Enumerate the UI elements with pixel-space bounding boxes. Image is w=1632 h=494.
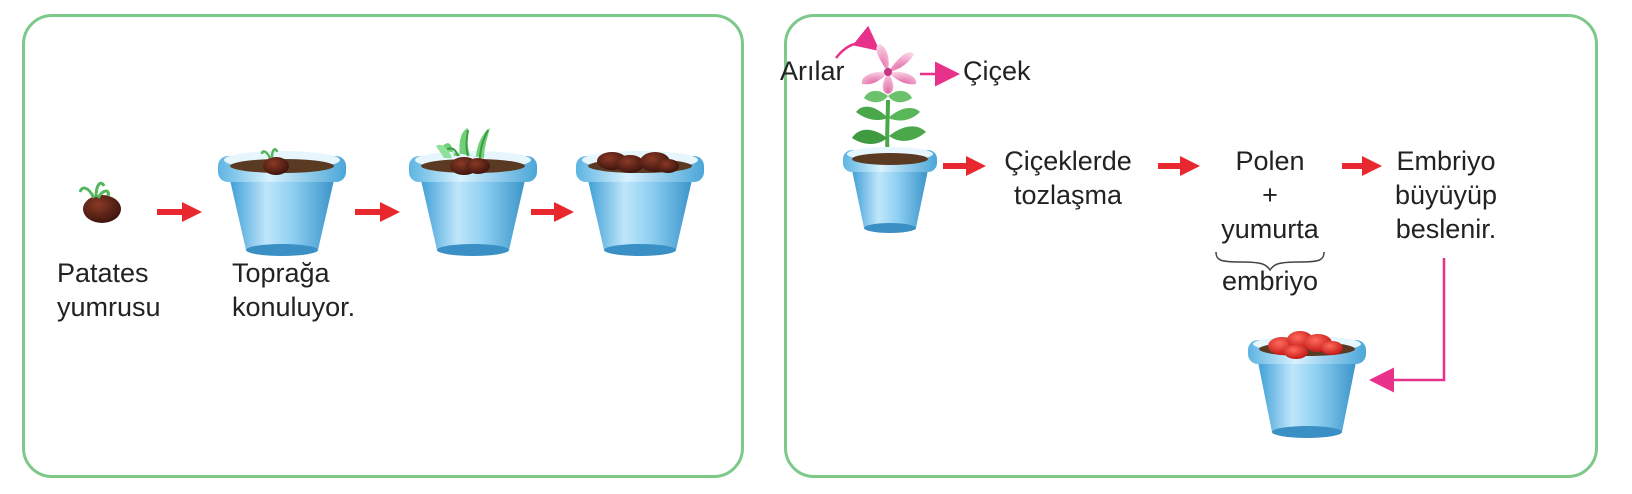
label-plus: +: [1262, 180, 1278, 210]
flower-pot-icon: [843, 147, 937, 233]
label-tuber-line1: Patates: [57, 258, 149, 288]
arrow-icon: [531, 202, 574, 222]
label-fertilization: Polen + yumurta: [1210, 144, 1330, 246]
arrow-icon: [157, 202, 202, 222]
arrow-icon: [1158, 156, 1200, 176]
label-soil-line1: Toprağa: [232, 258, 330, 288]
flowering-plant-icon: [852, 44, 926, 161]
label-growth-line2: büyüyüp: [1394, 180, 1498, 210]
brace-icon: [1215, 251, 1325, 272]
right-panel: [784, 14, 1598, 478]
label-pollination-line1: Çiçeklerde: [1004, 146, 1132, 176]
label-tuber: Patates yumrusu: [57, 256, 161, 324]
label-growth: Embriyo büyüyüp beslenir.: [1382, 144, 1510, 246]
arrow-icon: [943, 156, 986, 176]
arrow-icon: [355, 202, 400, 222]
potato-tuber-icon: [78, 181, 121, 223]
potato-tubers-icon: [597, 152, 679, 173]
label-embryo: embriyo: [1221, 266, 1319, 296]
label-soil-line2: konuluyor.: [232, 292, 356, 322]
red-seeds-icon: [1268, 331, 1343, 359]
label-pollination: Çiçeklerde tozlaşma: [990, 144, 1146, 212]
label-growth-line3: beslenir.: [1395, 214, 1497, 244]
arrow-icon: [1369, 258, 1446, 393]
label-egg: yumurta: [1221, 214, 1319, 244]
label-pollen: Polen: [1235, 146, 1305, 176]
label-growth-line1: Embriyo: [1396, 146, 1496, 176]
label-soil: Toprağa konuluyor.: [232, 256, 355, 324]
arrow-icon: [1342, 156, 1382, 176]
label-tuber-line2: yumrusu: [57, 292, 161, 322]
arrow-icon: [835, 25, 880, 59]
potato-tuber-icon: [260, 148, 289, 175]
label-flower: Çiçek: [963, 56, 1031, 86]
label-bees: Arılar: [780, 56, 845, 86]
sprout-icon: [436, 128, 490, 175]
label-pollination-line2: tozlaşma: [1013, 180, 1123, 210]
